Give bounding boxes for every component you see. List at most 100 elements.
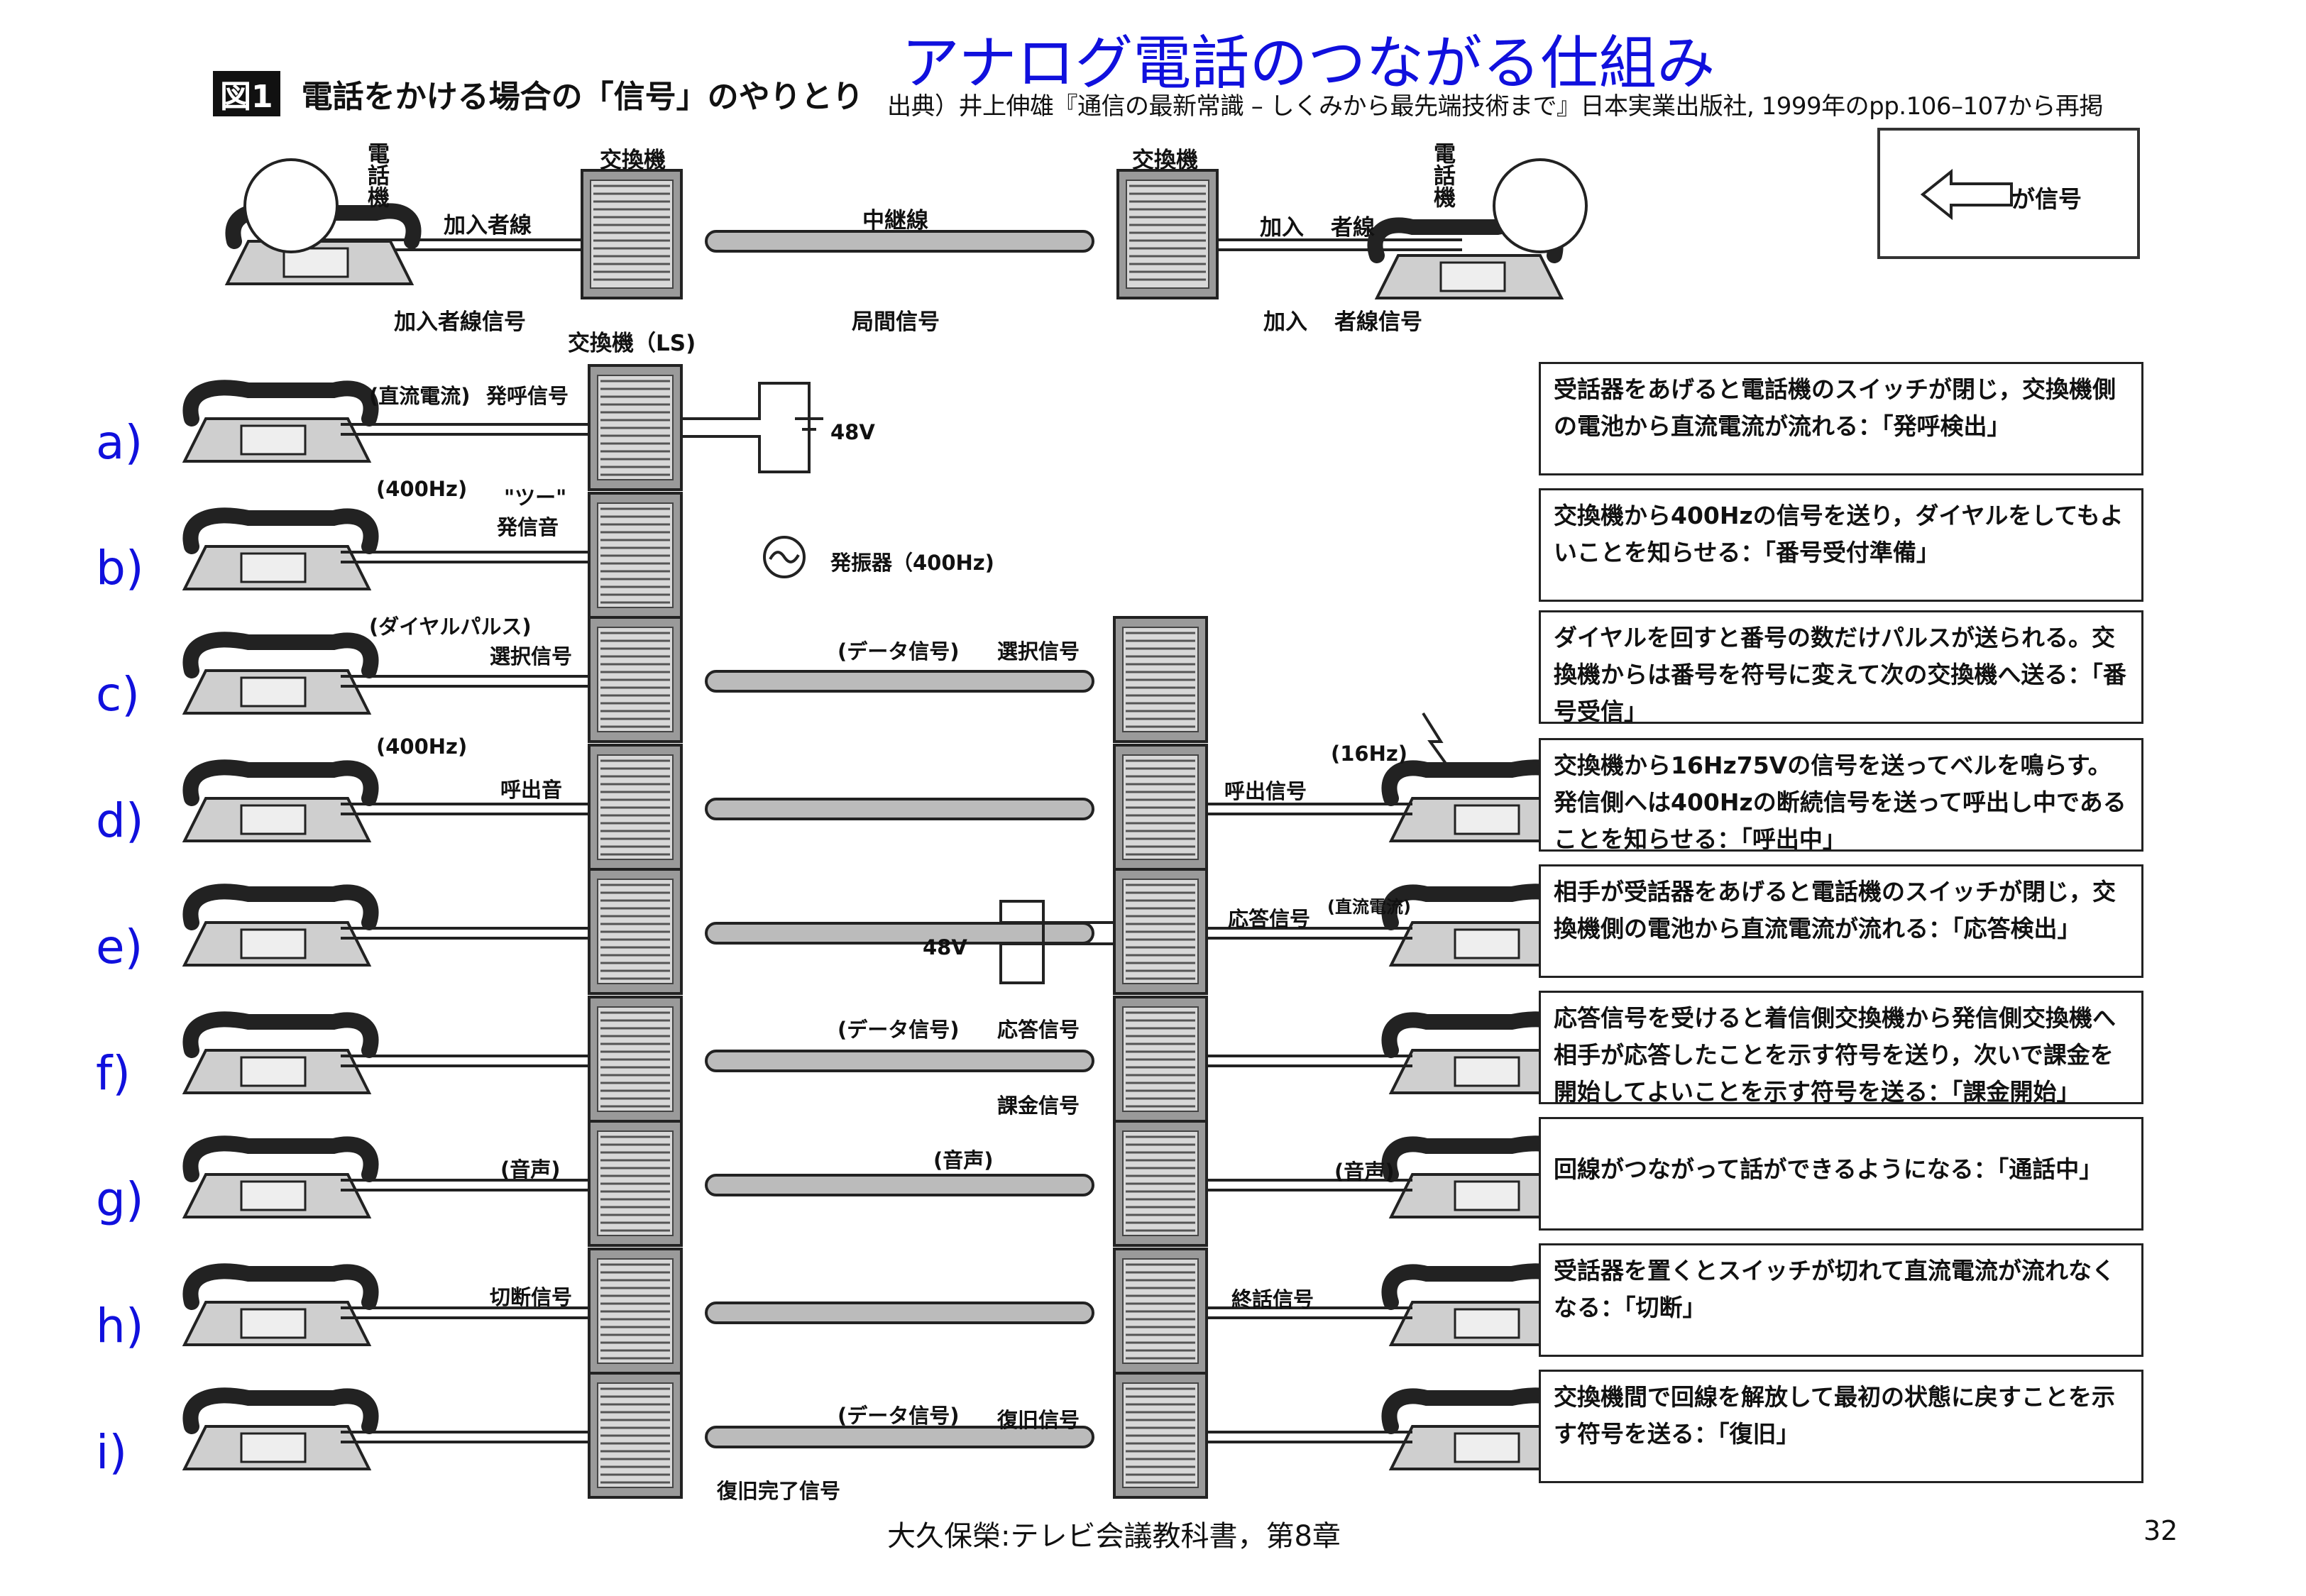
citation: 出典）井上伸雄『通信の最新常識 – しくみから最先端技術まで』日本実業出版社, … [887, 92, 2103, 121]
legend-box: が信号 [1877, 128, 2140, 259]
row-g-exchange-left [588, 1120, 683, 1247]
overview-phone-left-label: 電話機 [363, 142, 389, 211]
row-desc-g: 回線がつながって話ができるようになる：「通話中」 [1539, 1117, 2143, 1231]
row-f-data-note: (データ信号) [838, 1018, 960, 1042]
row-h-right-signal: 終話信号 [1231, 1287, 1314, 1311]
row-b-oscillator: 発振器（400Hz) [830, 551, 994, 575]
row-i-trunk-signal2: 復旧完了信号 [717, 1479, 841, 1503]
row-f-trunk-signal2: 課金信号 [997, 1094, 1080, 1118]
row-letter-d: d) [96, 793, 144, 848]
row-e-right-note: (直流電流) [1327, 897, 1411, 917]
row-a-battery-circuit [681, 382, 811, 473]
row-b-quote: "ツー" [504, 485, 567, 510]
row-c-data-note: (データ信号) [838, 639, 960, 664]
row-letter-b: b) [96, 541, 144, 595]
row-letter-f: f) [96, 1046, 131, 1101]
row-c-trunk-signal: 選択信号 [997, 639, 1080, 664]
row-d-freq-note: (400Hz) [376, 734, 468, 759]
row-i-exchange-left [588, 1372, 683, 1499]
legend-text: が信号 [2011, 185, 2082, 213]
row-e-trunk-line [705, 922, 1094, 945]
row-i-trunk-line [705, 1426, 1094, 1448]
overview-line-right-b: 者線 [1331, 215, 1375, 241]
row-e-battery-circuit [999, 900, 1114, 984]
row-a-dc-note: (直流電流) [369, 384, 471, 408]
row-d-trunk-line [705, 798, 1094, 820]
row-b-caller-phone-icon [182, 507, 379, 590]
figure-caption-text: 電話をかける場合の「信号」のやりとり [301, 79, 864, 115]
row-f-trunk-line [705, 1050, 1094, 1072]
page-number: 32 [2143, 1515, 2178, 1546]
overview-exchange-right: 交換機 [1132, 148, 1198, 173]
row-b-exchange-left [588, 492, 683, 619]
row-h-exchange-right [1113, 1248, 1208, 1375]
row-e-caller-phone-icon [182, 884, 379, 967]
overview-signal-mid: 局間信号 [852, 309, 940, 335]
overview-phone-right-label: 電話機 [1427, 142, 1459, 214]
row-desc-a: 受話器をあげると電話機のスイッチが閉じ，交換機側の電池から直流電流が流れる：「発… [1539, 362, 2143, 475]
row-letter-e: e) [96, 920, 143, 974]
row-f-caller-phone-icon [182, 1011, 379, 1094]
row-g-trunk-line [705, 1174, 1094, 1196]
overview-line-left: 加入者線 [444, 213, 532, 238]
row-letter-h: h) [96, 1299, 144, 1353]
row-e-exchange-left [588, 868, 683, 995]
figure-caption: 図1 電話をかける場合の「信号」のやりとり [213, 71, 864, 116]
row-letter-a: a) [96, 415, 143, 470]
row-desc-f: 応答信号を受けると着信側交換機から発信側交換機へ相手が応答したことを示す符号を送… [1539, 991, 2143, 1106]
row-i-data-note: (データ信号) [838, 1404, 960, 1428]
row-f-exchange-left [588, 996, 683, 1123]
figure-number: 図1 [213, 71, 280, 116]
overview-exchange-right-box [1116, 169, 1219, 299]
row-d-right-note: (16Hz) [1331, 742, 1408, 766]
row-desc-c: ダイヤルを回すと番号の数だけパルスが送られる。交換機からは番号を符号に変えて次の… [1539, 610, 2143, 725]
row-letter-g: g) [96, 1172, 144, 1227]
legend-arrow-icon [1920, 168, 2013, 221]
caller-head-icon [243, 158, 339, 253]
row-i-caller-phone-icon [182, 1387, 379, 1470]
row-g-exchange-right [1113, 1120, 1208, 1247]
overview-signal-left: 加入者線信号 [394, 309, 526, 335]
row-desc-b: 交換機から400Hzの信号を送り，ダイヤルをしてもよいことを知らせる：「番号受付… [1539, 488, 2143, 602]
footer-text: 大久保榮:テレビ会議教科書，第8章 [887, 1520, 1341, 1553]
row-c-caller-phone-icon [182, 632, 379, 715]
row-c-pulse-note: (ダイヤルパルス) [369, 615, 532, 639]
row-c-exchange-right [1113, 616, 1208, 743]
row-c-trunk-line [705, 670, 1094, 693]
row-f-exchange-right [1113, 996, 1208, 1123]
row-h-left-signal: 切断信号 [490, 1285, 573, 1309]
row-i-exchange-right [1113, 1372, 1208, 1499]
row-d-exchange-left [588, 744, 683, 871]
row-a-caller-phone-icon [182, 380, 379, 463]
overview-phone-right-text: 電話機 [1429, 142, 1455, 208]
row-g-voice-left: (音声) [500, 1157, 561, 1182]
row-b-signal: 発信音 [497, 515, 559, 539]
row-letter-c: c) [96, 667, 141, 722]
row-a-exchange-left [588, 364, 683, 491]
row-desc-h: 受話器を置くとスイッチが切れて直流電流が流れなくなる：「切断」 [1539, 1243, 2143, 1357]
row-h-trunk-line [705, 1301, 1094, 1324]
row-d-exchange-right [1113, 744, 1208, 871]
row-letter-i: i) [96, 1425, 128, 1480]
oscillator-wave-icon [769, 551, 800, 563]
slide-title: アナログ電話のつながる仕組み [901, 30, 1715, 97]
row-a-signal: 発呼信号 [486, 384, 569, 408]
overview-exchange-left: 交換機 [600, 148, 666, 173]
row-g-voice-mid: (音声) [933, 1148, 994, 1172]
row-h-caller-phone-icon [182, 1263, 379, 1346]
row-c-exchange-left [588, 616, 683, 743]
row-c-signal: 選択信号 [490, 644, 573, 668]
overview-signal-right-b: 者線信号 [1334, 309, 1422, 335]
row-a-battery: 48V [830, 420, 875, 444]
ringing-icon [1422, 712, 1449, 768]
row-b-freq-note: (400Hz) [376, 477, 468, 501]
overview-phone-left-text: 電話機 [363, 142, 389, 208]
overview-exchange-ls: 交換機（LS) [568, 331, 696, 356]
row-d-caller-phone-icon [182, 759, 379, 842]
row-desc-e: 相手が受話器をあげると電話機のスイッチが閉じ，交換機側の電池から直流電流が流れる… [1539, 864, 2143, 978]
overview-line-right-a: 加入 [1260, 215, 1304, 241]
overview-trunk: 中継線 [862, 208, 928, 233]
row-e-exchange-right [1113, 868, 1208, 995]
overview-signal-right-a: 加入 [1263, 309, 1307, 335]
